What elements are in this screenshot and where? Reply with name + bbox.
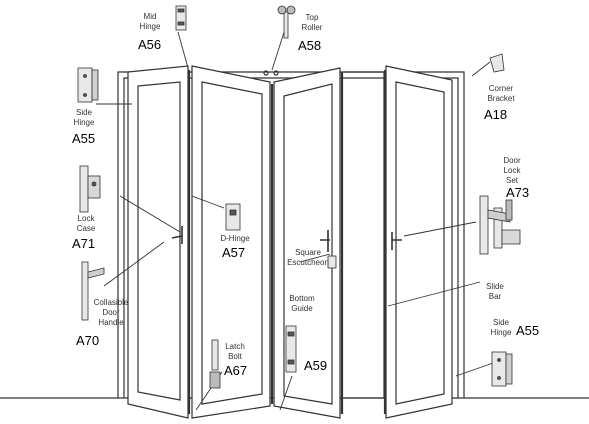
side-hinge-right-label: Side Hinge	[490, 318, 512, 337]
d-hinge-code: A57	[222, 245, 246, 260]
square-escutcheon-icon	[327, 255, 337, 269]
latch-bolt-icon	[209, 339, 221, 389]
leader-mid-hinge	[177, 31, 189, 69]
leader-d-hinge	[191, 195, 225, 209]
latch-bolt-code: A67	[224, 363, 248, 378]
leader-side-hinge-right	[455, 361, 497, 377]
side-hinge-left-icon	[77, 67, 99, 103]
leader-lock-case	[119, 195, 181, 233]
door-panel-fixed	[344, 71, 385, 399]
leader-handle	[103, 241, 165, 287]
lock-case-code: A71	[72, 236, 96, 251]
bottom-guide-label: Bottom Guide	[289, 294, 315, 313]
side-hinge-right-code: A55	[516, 323, 540, 338]
leader-escutcheon	[299, 253, 331, 263]
leader-bottom-guide	[279, 375, 293, 411]
corner-bracket-label: Corner Bracket	[487, 84, 515, 103]
door-lock-set-code: A73	[506, 185, 530, 200]
collapsible-handle-label: Collasible Door Handle	[93, 298, 129, 327]
side-hinge-left-code: A55	[72, 131, 96, 146]
top-roller-icon	[277, 5, 296, 39]
latch-bolt-label: Latch Bolt	[225, 342, 245, 361]
mid-hinge-icon	[175, 5, 187, 31]
top-roller-marks	[263, 70, 279, 76]
mid-hinge-code: A56	[138, 37, 162, 52]
leader-corner-bracket	[471, 61, 491, 77]
lock-case-icon	[79, 165, 101, 213]
door-panel-4	[385, 65, 453, 419]
door-lock-set-label: Door Lock Set	[503, 156, 521, 185]
top-roller-label: Top Roller	[301, 13, 323, 32]
corner-bracket-code: A18	[484, 107, 508, 122]
square-escutcheon-label: Square Escutcheon	[287, 248, 329, 267]
collapsible-handle-code: A70	[76, 333, 100, 348]
side-hinge-right-icon	[491, 351, 513, 387]
mid-hinge-label: Mid Hinge	[139, 12, 161, 31]
side-hinge-left-label: Side Hinge	[73, 108, 95, 127]
hinge-strips	[187, 70, 387, 414]
leader-slide-bar	[387, 281, 481, 307]
bottom-guide-icon	[285, 325, 297, 373]
collapsible-handle-icon	[81, 261, 105, 321]
lock-case-label: Lock Case	[76, 214, 96, 233]
corner-bracket-icon	[489, 53, 505, 73]
leader-door-lock	[403, 221, 477, 237]
d-hinge-icon	[225, 203, 241, 231]
door-panel-2	[191, 65, 271, 419]
door-handles	[171, 226, 402, 252]
door-panel-1	[127, 65, 189, 419]
d-hinge-label: D-Hinge	[220, 234, 250, 243]
bottom-guide-code: A59	[304, 358, 328, 373]
door-lock-set-icon	[479, 195, 521, 255]
top-roller-code: A58	[298, 38, 322, 53]
slide-bar-label: Slide Bar	[486, 282, 504, 301]
